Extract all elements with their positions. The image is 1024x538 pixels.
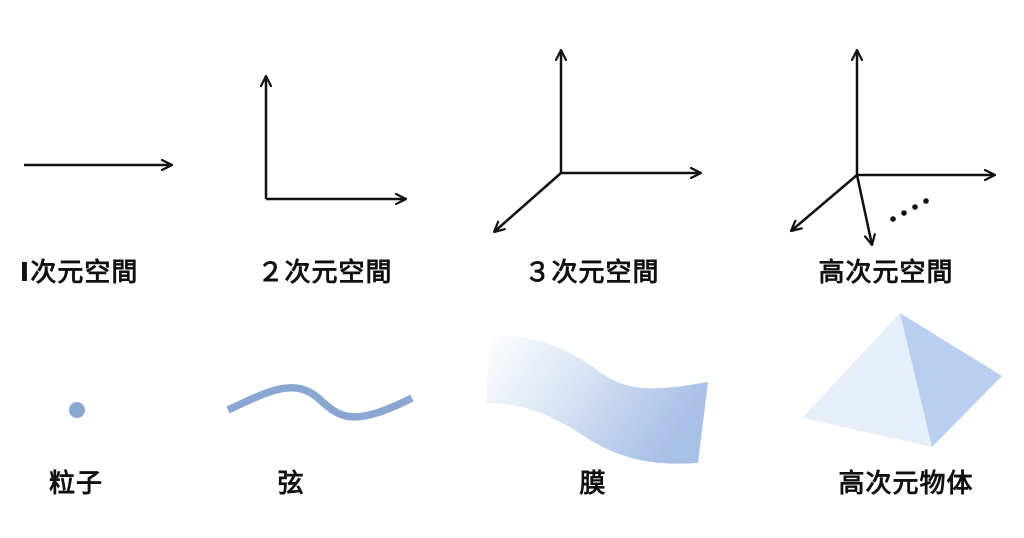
label-membrane: 膜	[579, 469, 607, 499]
label-string: 弦	[277, 469, 305, 499]
pyramid-right-face	[900, 313, 1002, 447]
pyramid-object	[802, 313, 1002, 447]
high-dimension-axes	[791, 50, 995, 245]
label-particle: 粒子	[48, 469, 104, 499]
label-high-d-space: 高次元空間	[818, 258, 954, 288]
z-axis-arrow	[494, 172, 562, 232]
particle-dot	[69, 402, 85, 418]
label-1d-space: Ⅰ次元空間	[19, 258, 139, 288]
string-curve	[226, 383, 414, 421]
label-2d-space: ２次元空間	[257, 258, 393, 288]
z-axis-arrow	[791, 174, 858, 231]
ellipsis-dots	[890, 198, 929, 222]
two-dimension-axes	[266, 76, 406, 199]
membrane-sheet	[486, 335, 708, 464]
label-high-d-object: 高次元物体	[838, 469, 974, 499]
pyramid-left-face	[802, 313, 932, 447]
label-3d-space: ３次元空間	[524, 258, 660, 288]
three-dimension-axes	[494, 50, 701, 232]
w-axis-arrow	[855, 174, 872, 245]
